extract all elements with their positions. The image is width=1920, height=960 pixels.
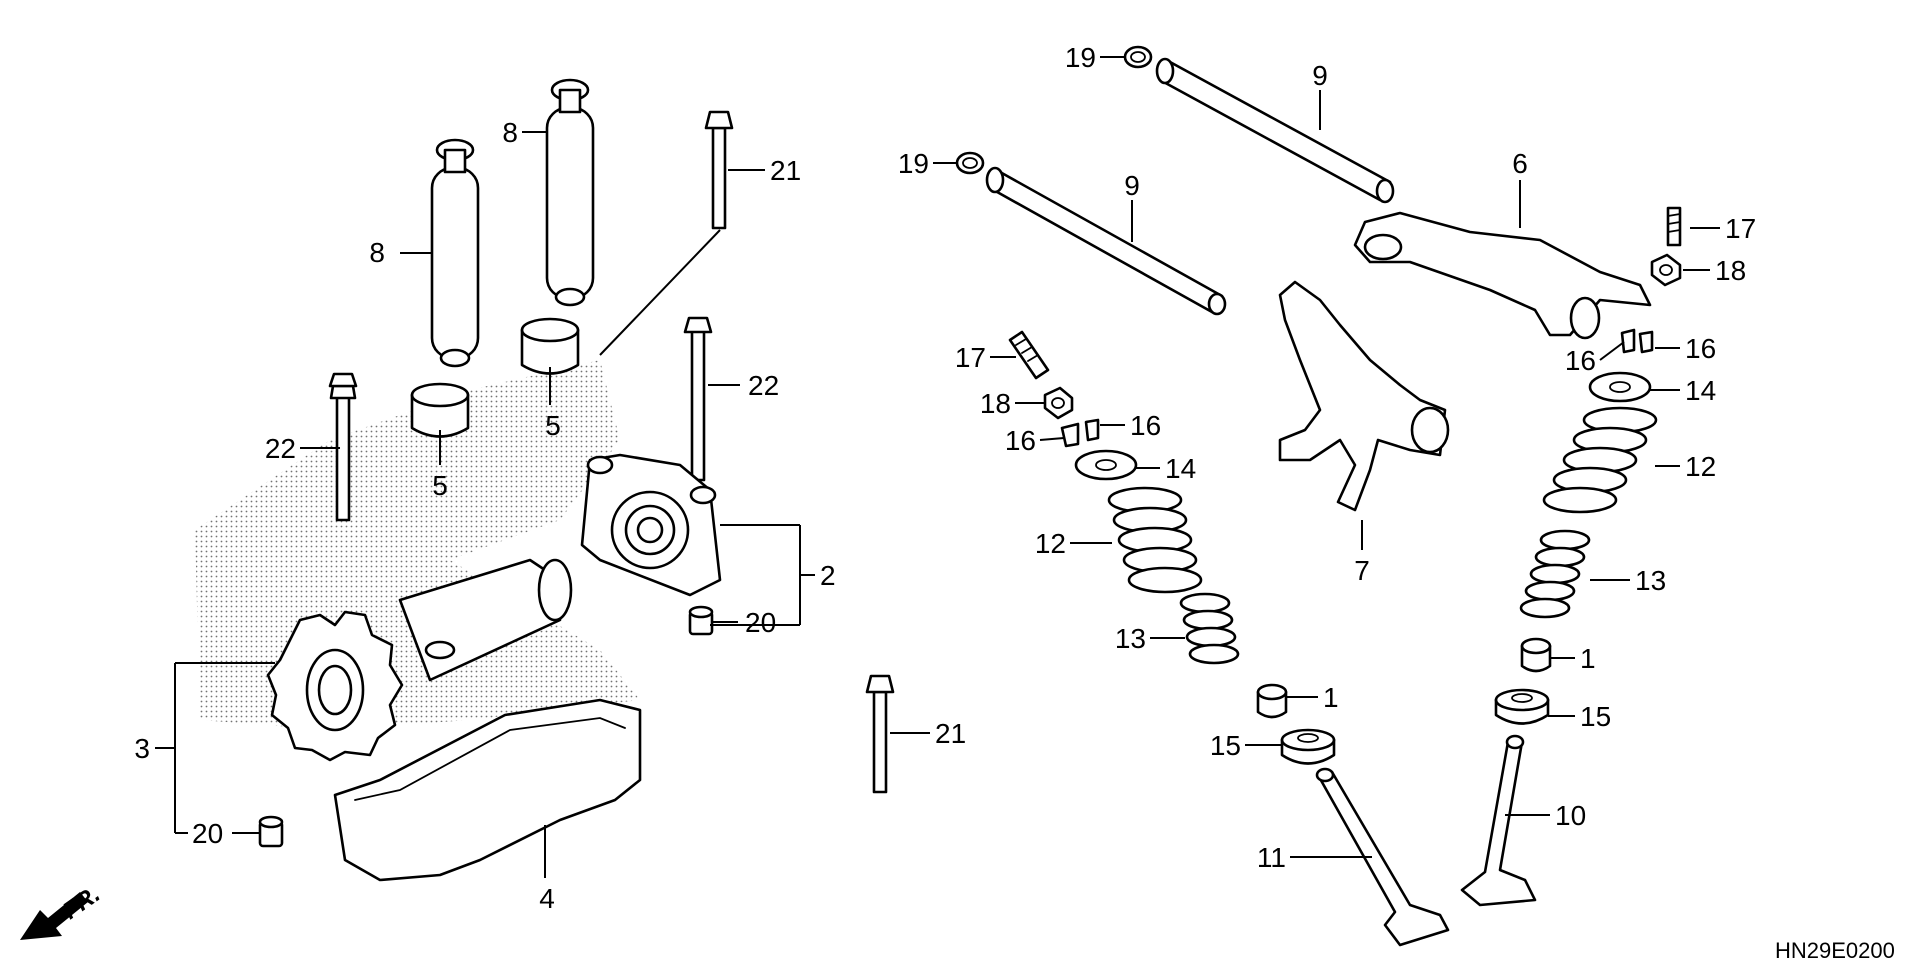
callout-16: 16 [1565, 345, 1596, 376]
diagram-code: HN29E0200 [1775, 938, 1895, 960]
callout-11: 11 [1257, 842, 1286, 873]
callout-12: 12 [1685, 451, 1716, 482]
callout-17: 17 [955, 342, 986, 373]
callout-17: 17 [1725, 213, 1756, 244]
callout-10: 10 [1555, 800, 1586, 831]
callout-5: 5 [545, 410, 561, 441]
cotter-16-b[interactable] [1084, 418, 1100, 442]
callout-20: 20 [745, 607, 776, 638]
cotter-16-a[interactable] [1060, 422, 1080, 448]
rocker-arm-7[interactable] [1278, 280, 1450, 512]
pushrod-upper[interactable] [1155, 57, 1395, 204]
bolt-21-top[interactable] [704, 110, 734, 230]
leaders-left [155, 131, 930, 878]
gasket[interactable] [333, 698, 642, 882]
spring-seat-15-left[interactable] [1280, 728, 1336, 765]
callout-13: 13 [1115, 623, 1146, 654]
callout-21: 21 [770, 155, 801, 186]
callout-16: 16 [1005, 425, 1036, 456]
callout-21: 21 [935, 718, 966, 749]
lifter-right[interactable] [545, 78, 595, 307]
callout-8: 8 [502, 117, 518, 148]
lifter-left[interactable] [430, 138, 480, 368]
callout-14: 14 [1165, 453, 1196, 484]
callout-2: 2 [820, 560, 836, 591]
callout-18: 18 [1715, 255, 1746, 286]
callout-labels: 8 8 5 5 22 22 21 21 2 20 20 3 4 19 19 9 … [134, 42, 1756, 914]
outer-spring-12-right[interactable] [1542, 406, 1658, 514]
callout-8: 8 [369, 237, 385, 268]
retainer-14-left[interactable] [1074, 449, 1138, 481]
callout-4: 4 [539, 883, 555, 914]
callout-22: 22 [748, 370, 779, 401]
leaders-right [933, 56, 1720, 858]
callout-15: 15 [1580, 701, 1611, 732]
callout-19: 19 [898, 148, 929, 179]
callout-14: 14 [1685, 375, 1716, 406]
nut-18-right[interactable] [1650, 253, 1682, 287]
callout-9: 9 [1312, 60, 1328, 91]
cotter-16-d[interactable] [1638, 330, 1654, 354]
adjust-screw-17-right[interactable] [1666, 206, 1682, 247]
o-ring-19-lower[interactable] [955, 151, 985, 175]
dowel-pin-20-upper[interactable] [688, 605, 714, 636]
bearing-housing[interactable] [580, 453, 722, 597]
callout-1: 1 [1580, 643, 1596, 674]
bushing-right[interactable] [520, 317, 580, 375]
o-ring-19-upper[interactable] [1123, 45, 1153, 69]
callout-12: 12 [1035, 528, 1066, 559]
bushing-left[interactable] [410, 382, 470, 438]
stem-seal-1-left[interactable] [1256, 683, 1288, 719]
bolt-22-right[interactable] [683, 316, 713, 482]
inner-spring-13-right[interactable] [1519, 529, 1591, 619]
callout-7: 7 [1354, 555, 1370, 586]
stem-seal-1-right[interactable] [1520, 637, 1552, 673]
bolt-21-bottom[interactable] [865, 674, 895, 794]
callout-5: 5 [432, 470, 448, 501]
callout-18: 18 [980, 388, 1011, 419]
callout-6: 6 [1512, 148, 1528, 179]
camshaft-gear[interactable] [266, 558, 573, 762]
adjust-screw-17-left[interactable] [1008, 330, 1050, 380]
callout-16: 16 [1130, 410, 1161, 441]
outer-spring-12-left[interactable] [1107, 486, 1203, 594]
front-arrow-icon [20, 892, 88, 940]
callout-19: 19 [1065, 42, 1096, 73]
retainer-14-right[interactable] [1588, 371, 1652, 403]
inner-spring-13-left[interactable] [1179, 592, 1240, 665]
callout-3: 3 [134, 733, 150, 764]
dowel-pin-20-lower[interactable] [258, 815, 284, 848]
valve-10[interactable] [1460, 734, 1537, 907]
cotter-16-c[interactable] [1620, 328, 1636, 354]
callout-9: 9 [1124, 170, 1140, 201]
callout-20: 20 [192, 818, 223, 849]
pushrod-lower[interactable] [985, 166, 1227, 316]
callout-16: 16 [1685, 333, 1716, 364]
callout-15: 15 [1210, 730, 1241, 761]
nut-18-left[interactable] [1043, 386, 1074, 420]
valve-11[interactable] [1315, 767, 1450, 947]
callout-1: 1 [1323, 682, 1339, 713]
callout-13: 13 [1635, 565, 1666, 596]
bolt-22-left[interactable] [328, 372, 358, 522]
callout-22: 22 [265, 433, 296, 464]
rocker-arm-6[interactable] [1353, 211, 1652, 340]
spring-seat-15-right[interactable] [1494, 688, 1550, 725]
